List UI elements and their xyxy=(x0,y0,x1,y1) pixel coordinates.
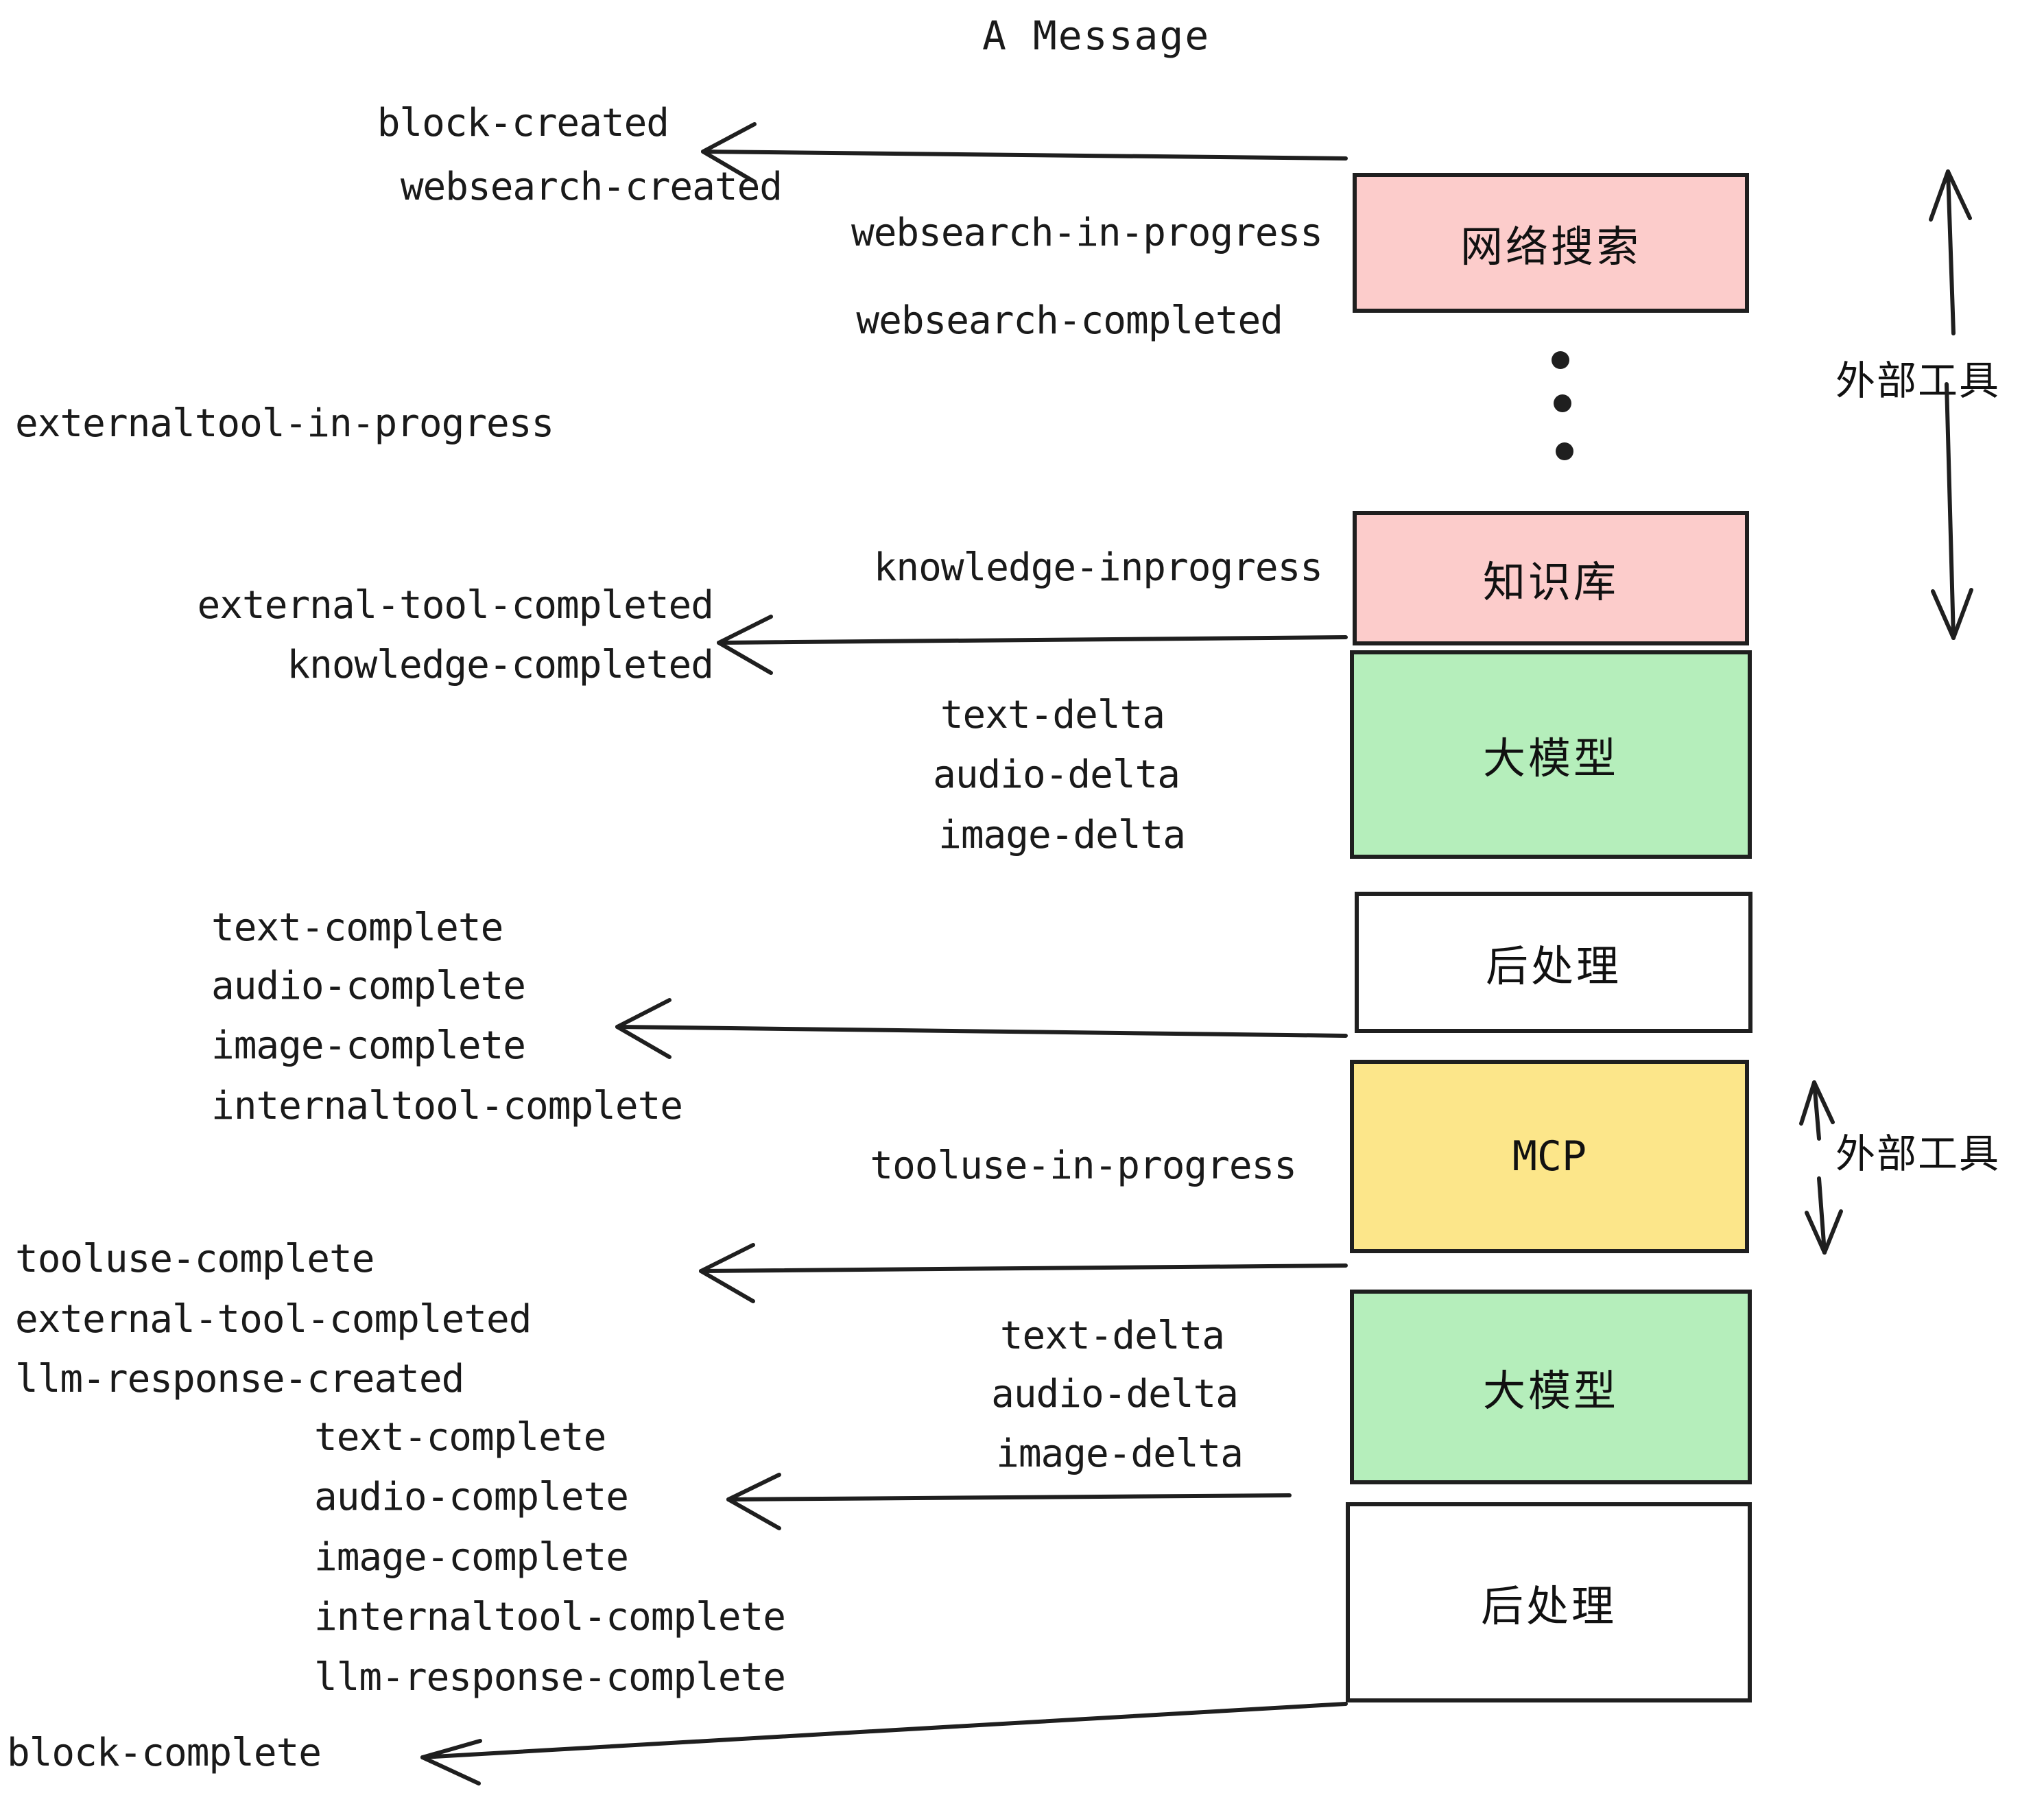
event-label-audio-complete-1: audio-complete xyxy=(211,964,526,1008)
ellipsis-dot xyxy=(1552,351,1569,369)
event-label-websearch-in-progress: websearch-in-progress xyxy=(851,211,1323,255)
side-label-external-tool-bottom: 外部工具 xyxy=(1835,1121,2000,1179)
event-label-internaltool-complete-2: internaltool-complete xyxy=(314,1595,786,1639)
event-label-image-complete-1: image-complete xyxy=(211,1023,526,1068)
event-label-external-tool-completed-1: external-tool-completed xyxy=(197,583,714,628)
event-label-text-delta-2: text-delta xyxy=(999,1314,1225,1358)
event-label-tooluse-complete: tooluse-complete xyxy=(15,1237,375,1281)
event-label-externaltool-in-progress: externaltool-in-progress xyxy=(15,401,554,446)
box-postprocess-bottom: 后处理 xyxy=(1346,1502,1752,1702)
event-label-image-delta-2: image-delta xyxy=(996,1432,1244,1476)
arrow-postprocess-bottom-to-block-complete xyxy=(420,1702,1348,1785)
arrow-knowledge-to-knowledge-completed xyxy=(717,615,1348,675)
event-label-text-complete-1: text-complete xyxy=(211,905,503,950)
side-label-external-tool-top: 外部工具 xyxy=(1835,348,2000,406)
arrow-llm-bottom-to-audio-complete xyxy=(726,1473,1292,1530)
event-label-block-created: block-created xyxy=(377,101,669,145)
box-websearch-label: 网络搜索 xyxy=(1460,222,1641,272)
event-label-websearch-created: websearch-created xyxy=(400,165,783,209)
arrow-mcp-to-tooluse-complete xyxy=(699,1243,1348,1303)
event-label-external-tool-completed-2: external-tool-completed xyxy=(15,1297,532,1342)
page-title: A Message xyxy=(982,12,1211,59)
box-websearch: 网络搜索 xyxy=(1353,173,1749,313)
event-label-knowledge-inprogress: knowledge-inprogress xyxy=(873,545,1323,590)
arrow-postprocess-to-image-complete xyxy=(615,998,1348,1059)
box-llm-top: 大模型 xyxy=(1350,650,1752,859)
ellipsis-dot xyxy=(1554,394,1571,412)
box-knowledge-label: 知识库 xyxy=(1482,557,1619,607)
side-label-external-tool-bottom-text: 外部工具 xyxy=(1835,1130,2001,1177)
box-postprocess-bottom-label: 后处理 xyxy=(1480,1581,1617,1631)
event-label-internaltool-complete-1: internaltool-complete xyxy=(211,1084,683,1128)
box-postprocess-top: 后处理 xyxy=(1355,892,1752,1033)
event-label-llm-response-created: llm-response-created xyxy=(15,1357,464,1401)
event-label-image-complete-2: image-complete xyxy=(314,1535,629,1580)
event-label-block-complete: block-complete xyxy=(7,1731,322,1775)
box-mcp: MCP xyxy=(1350,1060,1749,1253)
box-mcp-label: MCP xyxy=(1512,1132,1587,1180)
box-llm-top-label: 大模型 xyxy=(1482,733,1619,783)
event-label-image-delta-1: image-delta xyxy=(938,813,1186,857)
event-label-audio-complete-2: audio-complete xyxy=(314,1475,629,1519)
event-label-knowledge-completed: knowledge-completed xyxy=(287,643,714,687)
event-label-websearch-completed: websearch-completed xyxy=(856,298,1283,343)
box-llm-bottom-label: 大模型 xyxy=(1482,1366,1619,1416)
event-label-tooluse-in-progress: tooluse-in-progress xyxy=(870,1143,1297,1188)
event-label-audio-delta-2: audio-delta xyxy=(991,1372,1239,1416)
box-knowledge: 知识库 xyxy=(1353,511,1749,645)
box-llm-bottom: 大模型 xyxy=(1350,1290,1752,1484)
event-label-llm-response-complete: llm-response-complete xyxy=(314,1655,786,1700)
side-label-external-tool-top-text: 外部工具 xyxy=(1835,357,2001,404)
box-postprocess-top-label: 后处理 xyxy=(1485,941,1621,991)
arrow-websearch-to-block-created xyxy=(701,122,1348,184)
event-label-text-delta-1: text-delta xyxy=(940,693,1165,737)
event-label-audio-delta-1: audio-delta xyxy=(933,752,1180,797)
event-label-text-complete-2: text-complete xyxy=(314,1415,606,1460)
ellipsis-dot xyxy=(1556,442,1573,460)
